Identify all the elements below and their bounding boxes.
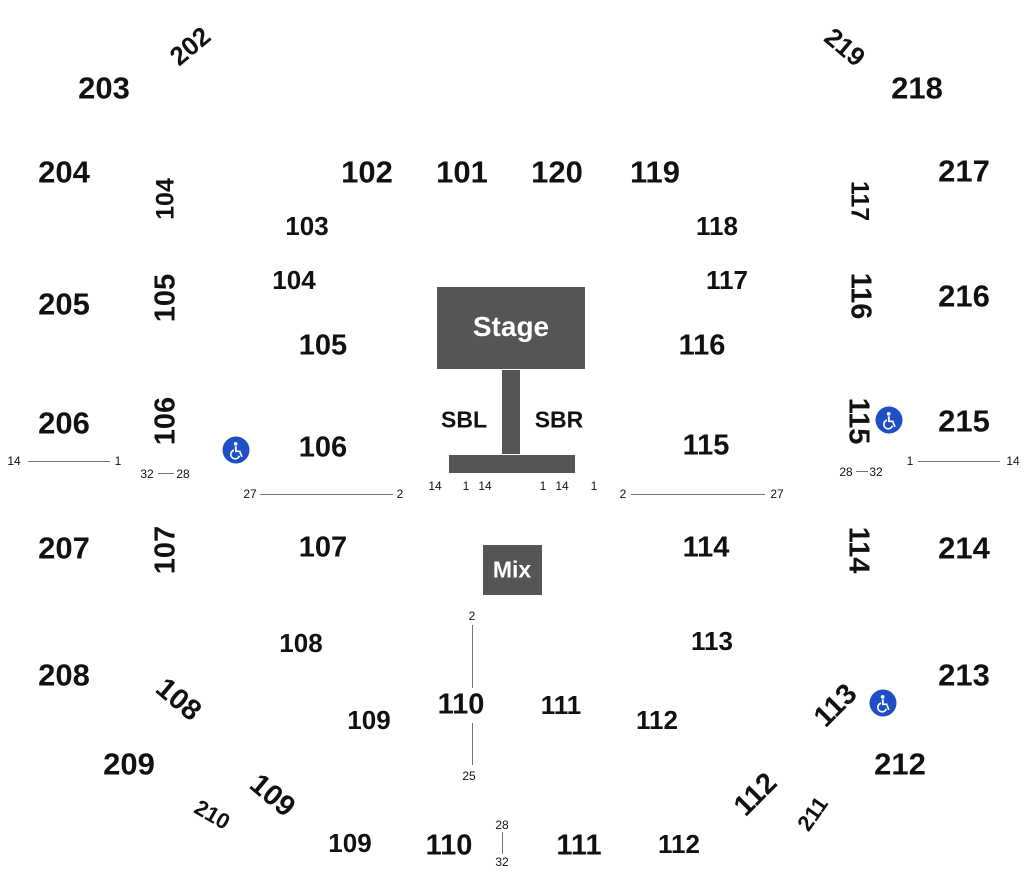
row-label: 1 <box>539 479 547 493</box>
row-label: 1 <box>906 454 914 468</box>
section-111-floor[interactable]: 111 <box>540 690 582 720</box>
section-120-floor[interactable]: 120 <box>531 154 583 190</box>
row-line-center-vertical-lower <box>472 723 473 765</box>
row-label: 28 <box>839 465 853 479</box>
section-116-floor[interactable]: 116 <box>678 329 726 362</box>
row-label: 28 <box>176 467 190 481</box>
section-116-side[interactable]: 116 <box>844 272 877 320</box>
row-line-bottom <box>502 832 503 854</box>
section-117-side[interactable]: 117 <box>845 180 874 222</box>
row-label: 1 <box>114 454 122 468</box>
section-217[interactable]: 217 <box>938 153 990 189</box>
section-112-floor[interactable]: 112 <box>636 705 678 735</box>
section-105-side[interactable]: 105 <box>149 273 182 323</box>
section-110-floor[interactable]: 110 <box>437 688 485 721</box>
section-204[interactable]: 204 <box>38 154 90 190</box>
row-label: 14 <box>428 479 442 493</box>
section-112-bottom[interactable]: 112 <box>658 829 700 859</box>
section-103-floor[interactable]: 103 <box>285 211 329 241</box>
section-111-bottom[interactable]: 111 <box>556 829 602 862</box>
section-115-side[interactable]: 115 <box>842 397 875 445</box>
section-108-floor[interactable]: 108 <box>279 628 323 658</box>
section-117-floor[interactable]: 117 <box>706 265 748 295</box>
row-line-left-end <box>28 461 110 462</box>
section-106-side[interactable]: 106 <box>149 396 182 446</box>
section-216[interactable]: 216 <box>938 278 990 314</box>
row-line-right-end <box>918 461 1000 462</box>
row-line-right-short <box>856 471 868 472</box>
section-211[interactable]: 211 <box>792 792 834 836</box>
section-101-floor[interactable]: 101 <box>436 154 488 190</box>
section-113-floor[interactable]: 113 <box>691 626 733 656</box>
section-207[interactable]: 207 <box>38 530 90 566</box>
section-105-floor[interactable]: 105 <box>298 329 348 362</box>
row-label: 28 <box>495 818 509 832</box>
row-label: 25 <box>462 769 476 783</box>
stage[interactable] <box>437 287 585 369</box>
standing-right-label[interactable]: SBR <box>534 406 584 433</box>
row-label: 1 <box>590 479 598 493</box>
section-104-floor[interactable]: 104 <box>272 265 316 295</box>
row-label: 32 <box>495 855 509 869</box>
section-119-floor[interactable]: 119 <box>629 154 681 190</box>
stage-label: Stage <box>472 311 550 342</box>
row-label: 2 <box>468 609 476 623</box>
section-206[interactable]: 206 <box>38 405 90 441</box>
section-212[interactable]: 212 <box>874 746 926 782</box>
row-label: 2 <box>619 487 627 501</box>
stage-runway <box>502 370 520 454</box>
row-label: 14 <box>7 454 21 468</box>
section-115-floor[interactable]: 115 <box>682 429 730 462</box>
section-215[interactable]: 215 <box>938 403 990 439</box>
mix-label: Mix <box>492 556 532 583</box>
section-118-floor[interactable]: 118 <box>696 211 738 241</box>
section-106-floor[interactable]: 106 <box>298 431 348 464</box>
section-219[interactable]: 219 <box>818 21 872 73</box>
section-104-side[interactable]: 104 <box>151 178 180 220</box>
row-line-right-floor <box>631 494 765 495</box>
row-label: 14 <box>555 479 569 493</box>
section-109-bottom[interactable]: 109 <box>328 828 372 858</box>
section-218[interactable]: 218 <box>891 70 943 106</box>
section-203[interactable]: 203 <box>78 70 130 106</box>
row-line-left-floor <box>260 494 393 495</box>
section-214[interactable]: 214 <box>938 530 990 566</box>
mix-position <box>483 545 542 595</box>
section-107-side[interactable]: 107 <box>149 525 182 575</box>
section-213[interactable]: 213 <box>938 657 990 693</box>
wheelchair-icon <box>875 406 903 434</box>
row-label: 32 <box>869 465 883 479</box>
row-label: 32 <box>140 467 154 481</box>
row-label: 27 <box>770 487 784 501</box>
section-205[interactable]: 205 <box>38 286 90 322</box>
row-line-left-short <box>158 473 174 474</box>
wheelchair-icon <box>222 436 250 464</box>
section-109-floor[interactable]: 109 <box>347 705 391 735</box>
section-110-bottom[interactable]: 110 <box>425 829 473 862</box>
stage-front-platform <box>449 455 575 473</box>
row-line-center-vertical <box>472 625 473 688</box>
row-label: 14 <box>478 479 492 493</box>
wheelchair-icon <box>869 689 897 717</box>
section-108-side[interactable]: 108 <box>149 671 208 728</box>
row-label: 14 <box>1006 454 1020 468</box>
row-label: 2 <box>396 487 404 501</box>
section-208[interactable]: 208 <box>38 657 90 693</box>
section-210[interactable]: 210 <box>190 794 235 835</box>
standing-left-label[interactable]: SBL <box>441 406 487 433</box>
section-114-floor[interactable]: 114 <box>682 531 730 564</box>
section-114-side[interactable]: 114 <box>842 526 875 574</box>
row-label: 1 <box>462 479 470 493</box>
row-label: 27 <box>243 487 257 501</box>
section-109-side[interactable]: 109 <box>243 767 302 824</box>
section-102-floor[interactable]: 102 <box>341 154 393 190</box>
section-209[interactable]: 209 <box>103 746 155 782</box>
section-112-side[interactable]: 112 <box>727 766 784 823</box>
section-107-floor[interactable]: 107 <box>298 531 348 564</box>
section-113-side[interactable]: 113 <box>807 677 864 734</box>
section-202[interactable]: 202 <box>163 20 217 72</box>
